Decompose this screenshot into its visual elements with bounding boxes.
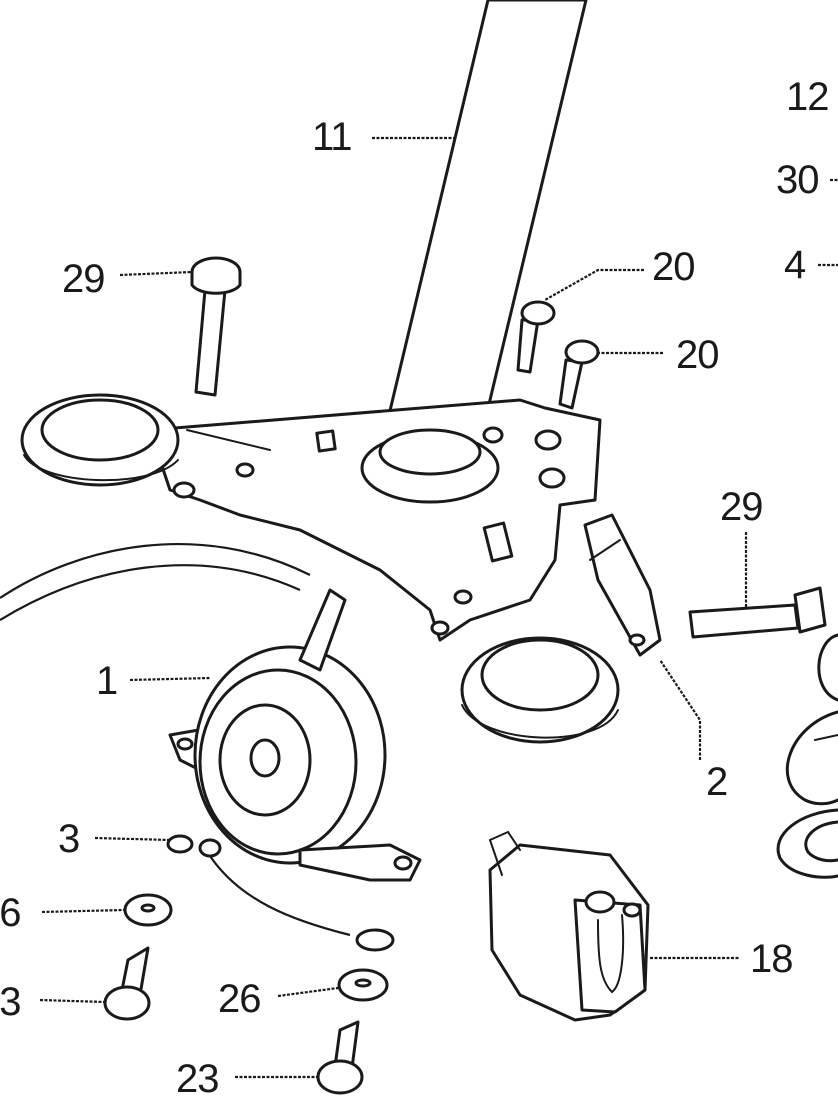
callout-23-center: 23 — [176, 1057, 219, 1101]
steering-tube — [381, 0, 588, 452]
bolt-29-right — [688, 586, 827, 639]
leader-lines — [39, 136, 838, 1079]
washer-center-hole — [354, 978, 372, 988]
callout-26-left: 26 — [0, 891, 21, 935]
callout-3: 3 — [58, 817, 79, 861]
callout-30: 30 — [776, 158, 819, 202]
callout-26-center: 26 — [218, 977, 261, 1021]
callout-11: 11 — [312, 115, 352, 159]
callout-29-right: 29 — [720, 485, 763, 529]
screw-20-upper — [516, 300, 556, 374]
right-edge-parts — [776, 633, 838, 879]
callout-20-upper: 20 — [652, 245, 695, 289]
bolt-left — [103, 946, 151, 1021]
callout-1: 1 — [96, 659, 117, 703]
clamp-bracket — [488, 830, 650, 1022]
callout-4: 4 — [784, 243, 806, 287]
callout-20-lower: 20 — [676, 333, 719, 377]
bottom-bridge-bracket — [20, 393, 620, 744]
washer-left-hole — [140, 903, 156, 913]
callout-29-upper: 29 — [62, 257, 105, 301]
callout-12: 12 — [786, 75, 829, 119]
horn — [168, 588, 422, 882]
bolt-29-left — [190, 256, 242, 397]
screw-20-lower — [558, 339, 600, 410]
bolt-center — [316, 1020, 364, 1095]
ground-wire — [166, 834, 395, 952]
callout-23-left: 23 — [0, 980, 21, 1024]
callout-2: 2 — [706, 760, 727, 804]
cable-guide — [583, 513, 662, 657]
horn-wire — [0, 543, 311, 621]
callout-18: 18 — [750, 937, 793, 981]
